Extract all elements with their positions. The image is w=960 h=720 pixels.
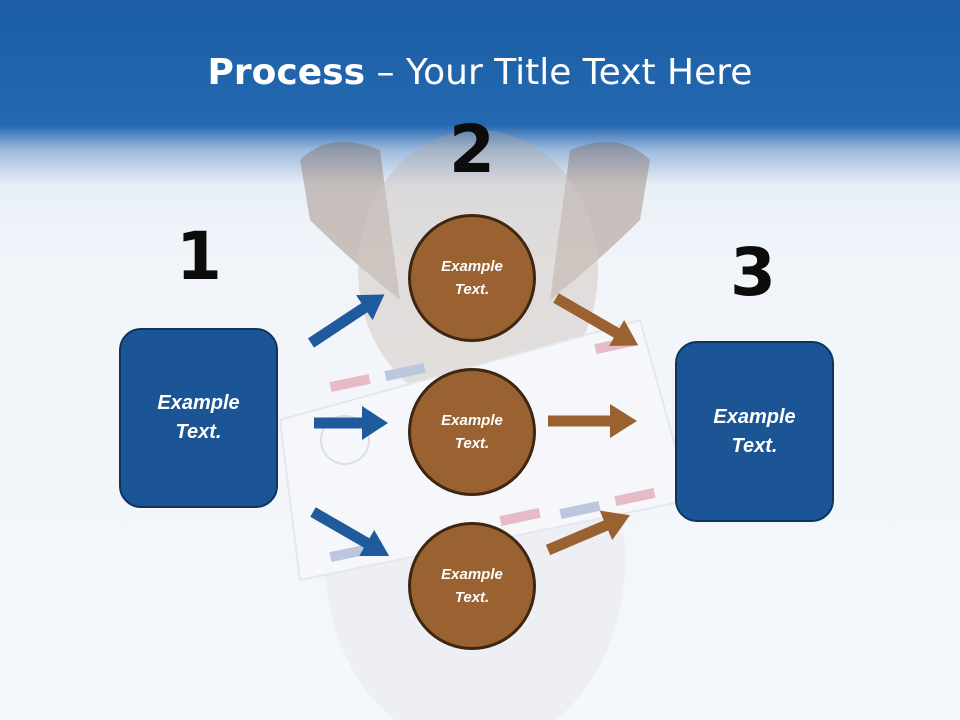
title-bold: Process <box>207 52 366 93</box>
step-3-box: Example Text. <box>675 341 834 522</box>
step-1-label: Example Text. <box>157 392 240 443</box>
middle-circle-top-label: Example Text. <box>441 258 503 298</box>
arrow-from-middle-circle <box>548 404 637 438</box>
arrow-from-bottom-circle <box>545 510 630 556</box>
arrow-to-top-circle <box>307 294 385 348</box>
middle-circle-bottom-label: Example Text. <box>441 566 503 606</box>
step-3-label: Example Text. <box>713 405 796 457</box>
arrow-to-bottom-circle <box>310 507 390 556</box>
arrow-from-top-circle <box>553 293 639 346</box>
title-rest: – Your Title Text Here <box>365 52 753 93</box>
arrow-to-middle-circle <box>314 406 388 440</box>
middle-circle-top: Example Text. <box>408 214 536 342</box>
step-3-number: 3 <box>730 234 776 311</box>
middle-circle-bottom: Example Text. <box>408 522 536 650</box>
middle-circle-center: Example Text. <box>408 368 536 496</box>
step-2-number: 2 <box>449 111 495 188</box>
middle-circle-center-label: Example Text. <box>441 412 503 452</box>
slide-title: Process – Your Title Text Here <box>0 52 960 93</box>
step-1-number: 1 <box>176 218 222 295</box>
step-1-box: Example Text. <box>119 328 278 508</box>
